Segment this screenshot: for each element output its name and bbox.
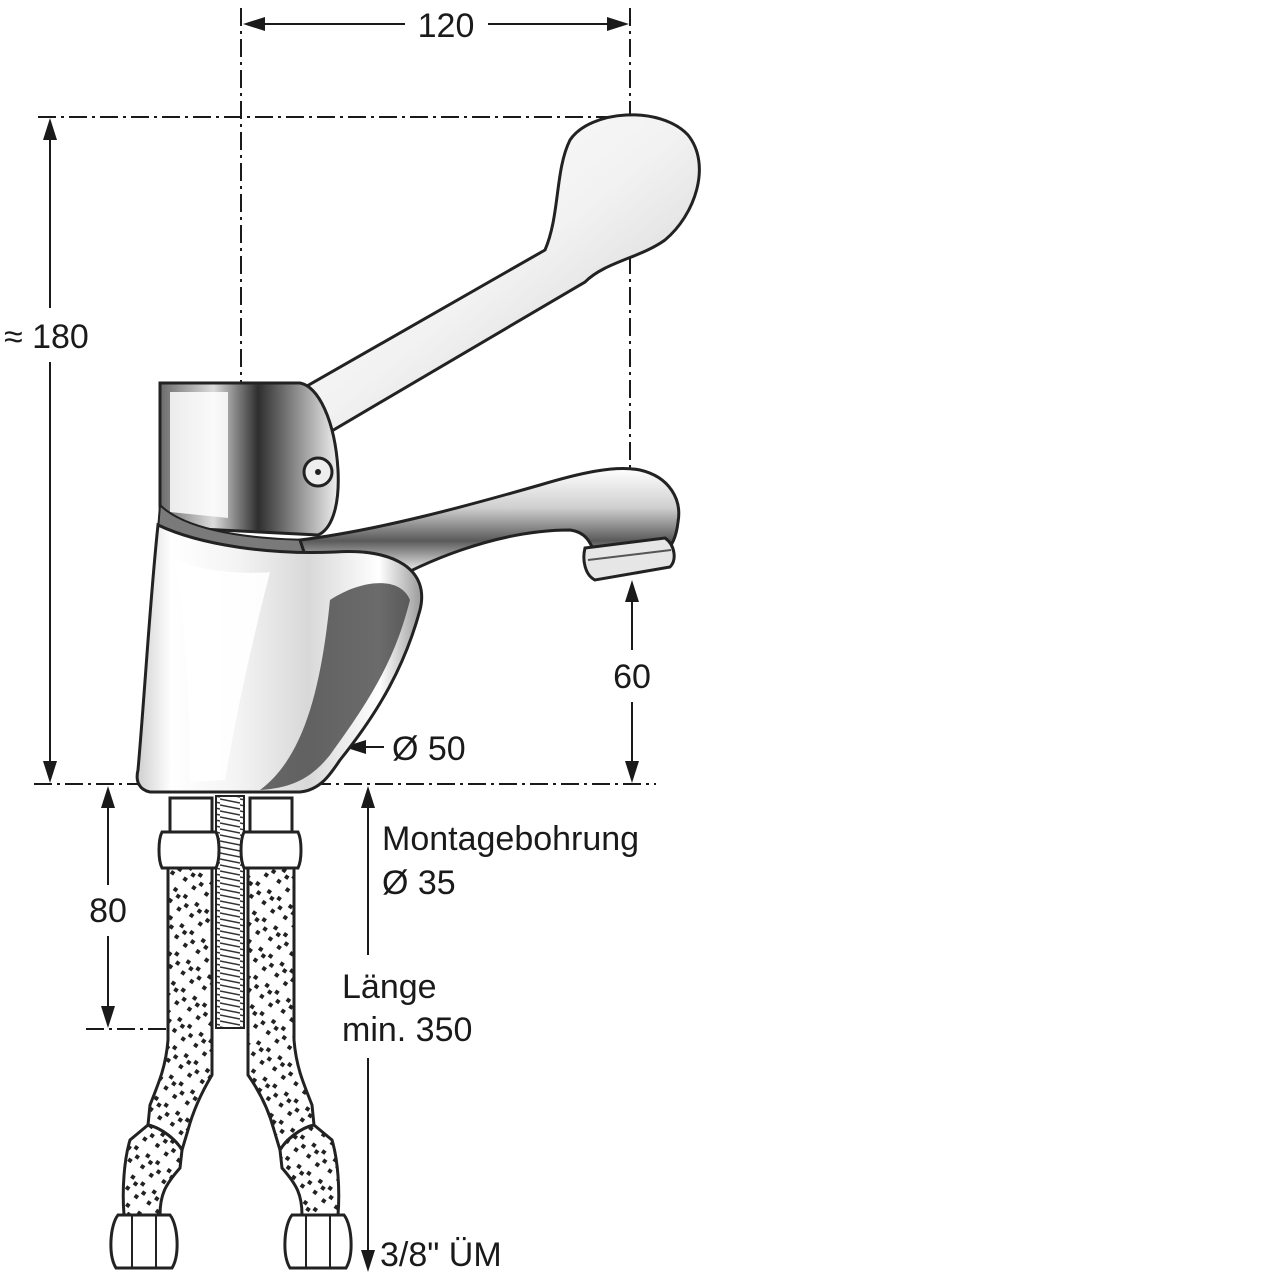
diameter-pointer-arrow [344,740,366,754]
spout-height-label: 60 [613,658,651,696]
lever-handle [297,113,701,436]
hose-length-title: Länge [342,968,437,1006]
left-connector-nut [109,1213,179,1270]
right-connector-nut [283,1213,353,1270]
height-arrow-top [43,118,57,140]
body-shadow [260,583,410,790]
height-label: ≈ 180 [4,318,89,356]
supply-hoses [109,795,353,1270]
mounting-stud [215,795,245,1029]
dimension-lines [34,8,656,1272]
width-label: 120 [418,7,475,45]
left-hose-crimp [157,830,221,870]
height-arrow-bottom [43,761,57,783]
body-highlight [175,560,270,782]
left-braided-hose [146,866,214,1154]
right-braided-hose [246,866,316,1154]
hose-length-label: 80 [89,892,127,930]
labels: 120 ≈ 180 60 Ø 50 80 Montagebohrung Ø 35… [4,7,651,1274]
aerator-ring [587,549,672,561]
width-arrow-right [607,17,629,31]
aerator [582,536,676,582]
right-hose-crimp [239,830,303,870]
diameter-label: Ø 50 [392,730,466,768]
cap-highlight [170,392,228,518]
mounting-hole-label: Montagebohrung [382,820,639,858]
left-hose-fitting [168,796,214,834]
set-screw-hole [315,469,321,475]
spout-arrow-bottom [625,761,639,783]
length-arrow-bottom [361,1250,375,1272]
right-hose-fitting [248,796,294,834]
hose-length-min: min. 350 [342,1011,472,1049]
hose-arrow-bottom [101,1006,115,1028]
spout-arrow-top [625,580,639,602]
right-hose-lower [278,1123,341,1217]
hose-arrow-top [101,786,115,808]
length-arrow-top [361,786,375,808]
connection-label: 3/8" ÜM [380,1236,502,1274]
width-arrow-left [243,17,265,31]
faucet [135,113,701,794]
mounting-hole-diameter: Ø 35 [382,864,456,902]
left-hose-lower [121,1123,184,1217]
